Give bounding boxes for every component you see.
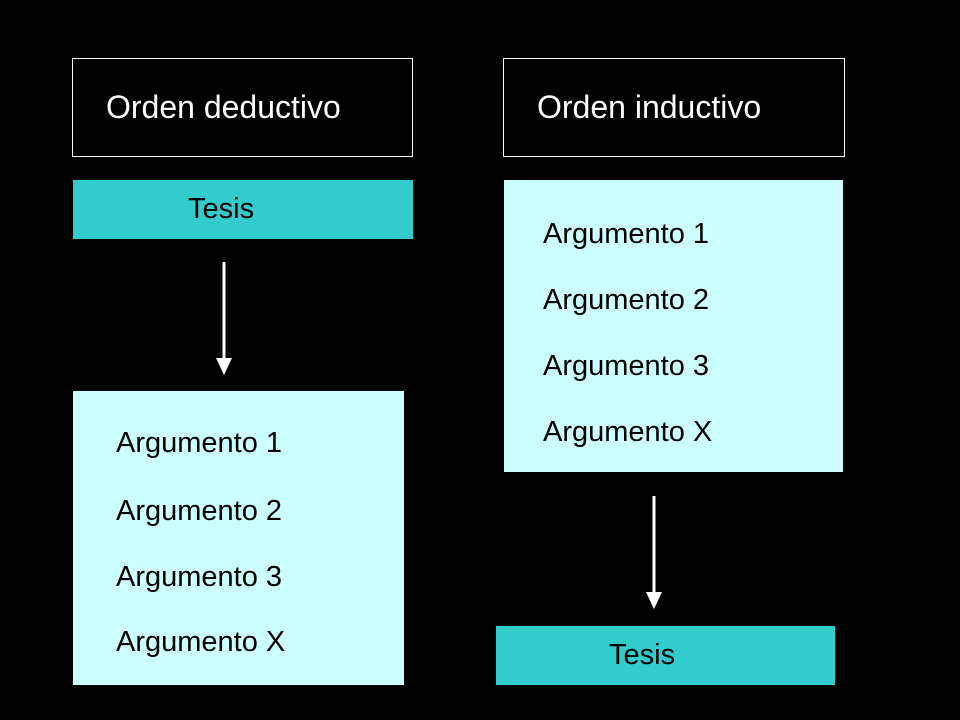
deductive-order-header: Orden deductivo <box>72 58 413 157</box>
inductive-argument-x: Argumento X <box>543 416 713 448</box>
inductive-down-arrow <box>646 496 662 609</box>
deductive-order-title: Orden deductivo <box>106 89 341 125</box>
inductive-order-header: Orden inductivo <box>503 58 845 157</box>
deductive-tesis-label: Tesis <box>188 193 255 225</box>
deductive-argument-2: Argumento 2 <box>116 495 283 527</box>
deductive-down-arrow <box>216 262 232 375</box>
inductive-tesis-label: Tesis <box>609 639 676 671</box>
inductive-argument-2: Argumento 2 <box>543 284 710 316</box>
deductive-argument-3: Argumento 3 <box>116 561 283 593</box>
deductive-arguments-box: Argumento 1 Argumento 2 Argumento 3 Argu… <box>73 391 404 685</box>
inductive-argument-1: Argumento 1 <box>543 218 710 250</box>
deductive-argument-1: Argumento 1 <box>116 427 283 459</box>
inductive-tesis-box: Tesis <box>496 626 835 685</box>
inductive-arguments-box: Argumento 1 Argumento 2 Argumento 3 Argu… <box>504 180 843 472</box>
inductive-order-title: Orden inductivo <box>537 89 762 125</box>
deductive-tesis-box: Tesis <box>73 180 413 239</box>
inductive-argument-3: Argumento 3 <box>543 350 710 382</box>
deductive-argument-x: Argumento X <box>116 626 286 658</box>
